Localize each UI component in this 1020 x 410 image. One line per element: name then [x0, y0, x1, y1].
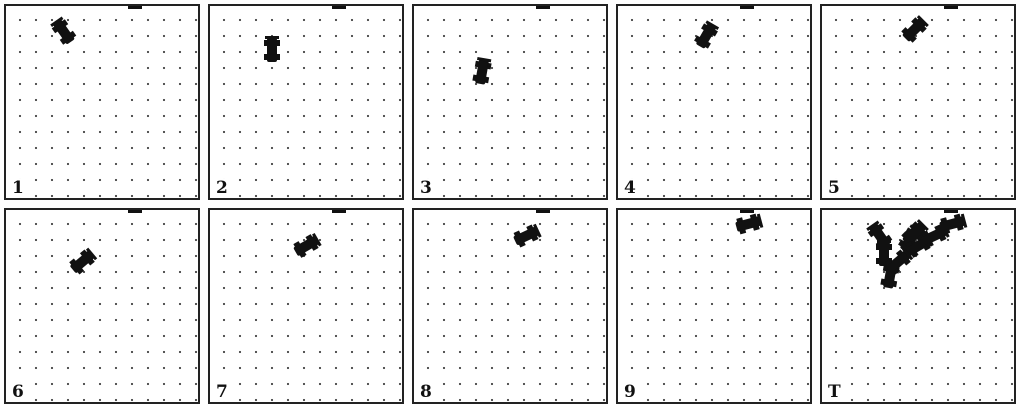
- frame-label: 2: [214, 179, 230, 197]
- car-layer: [618, 6, 810, 198]
- car-layer: [618, 210, 810, 402]
- car-icon: [693, 20, 720, 51]
- car-layer: [6, 210, 198, 402]
- car-layer: [822, 210, 1014, 402]
- frame-label: 1: [10, 179, 26, 197]
- frame-panel-5: 5: [820, 4, 1016, 200]
- frame-label: 5: [826, 179, 842, 197]
- frame-label: 6: [10, 383, 26, 401]
- car-icon: [472, 57, 492, 85]
- frame-panel-2: 2: [208, 4, 404, 200]
- frame-panel-4: 4: [616, 4, 812, 200]
- frame-panel-8: 8: [412, 208, 608, 404]
- car-icon: [49, 16, 77, 46]
- frame-panel-6: 6: [4, 208, 200, 404]
- car-icon: [512, 223, 542, 248]
- frame-label: 3: [418, 179, 434, 197]
- car-layer: [414, 210, 606, 402]
- frame-panel-9: 9: [616, 208, 812, 404]
- car-icon: [734, 213, 763, 235]
- frame-label: T: [826, 383, 843, 401]
- frame-panel-7: 7: [208, 208, 404, 404]
- frame-label: 7: [214, 383, 230, 401]
- frame-label: 8: [418, 383, 434, 401]
- frame-label: 4: [622, 179, 638, 197]
- car-layer: [210, 6, 402, 198]
- car-icon: [68, 247, 98, 276]
- frame-panel-3: 3: [412, 4, 608, 200]
- frame-label: 9: [622, 383, 638, 401]
- car-layer: [822, 6, 1014, 198]
- frame-panel-T: T: [820, 208, 1016, 404]
- frame-panel-1: 1: [4, 4, 200, 200]
- car-layer: [414, 6, 606, 198]
- car-layer: [6, 6, 198, 198]
- car-icon: [292, 232, 323, 259]
- car-layer: [210, 210, 402, 402]
- car-icon: [900, 14, 930, 44]
- car-icon: [264, 36, 280, 62]
